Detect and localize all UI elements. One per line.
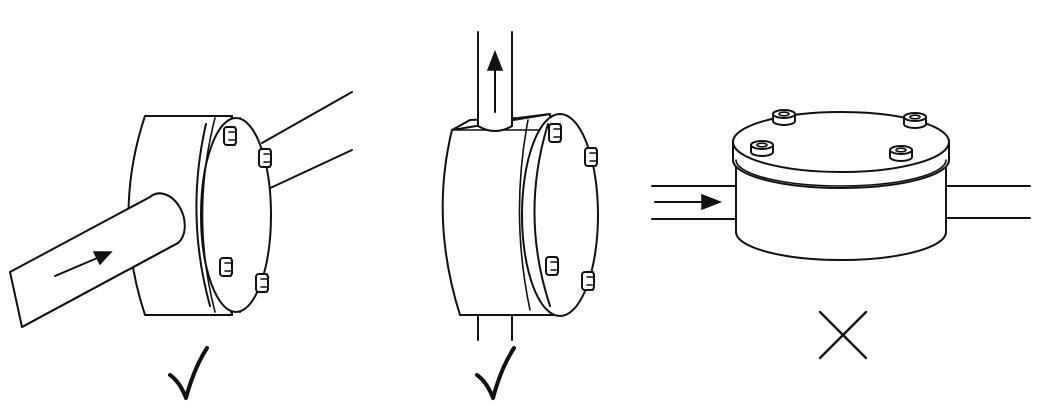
outlet-pipe [944, 185, 1031, 219]
bolt-icon [223, 126, 237, 146]
panel-horizontal-flat-mount [651, 109, 1031, 360]
panel-horizontal-side-flow [9, 91, 353, 400]
bolt-icon [581, 271, 595, 291]
bolt-icon [889, 145, 913, 162]
cross-mark-icon [818, 310, 868, 360]
device-body [732, 111, 950, 261]
bolt-icon [584, 147, 598, 167]
flow-arrow-icon [486, 49, 504, 113]
bolt-icon [548, 123, 562, 143]
bolt-icon [255, 273, 269, 293]
check-mark-icon [168, 346, 209, 400]
bolt-icon [903, 112, 927, 129]
inlet-pipe [651, 185, 739, 220]
bolt-icon [750, 140, 774, 157]
bolt-icon [258, 148, 272, 168]
panel-vertical-upward-flow [441, 31, 599, 400]
bolt-icon [545, 256, 559, 276]
check-mark-icon [475, 346, 516, 400]
device-body [441, 113, 599, 317]
bolt-icon [772, 109, 796, 126]
outlet-pipe [261, 91, 353, 191]
flow-arrow-icon [54, 251, 113, 277]
bolt-icon [219, 257, 233, 277]
flow-arrow-icon [654, 193, 723, 211]
